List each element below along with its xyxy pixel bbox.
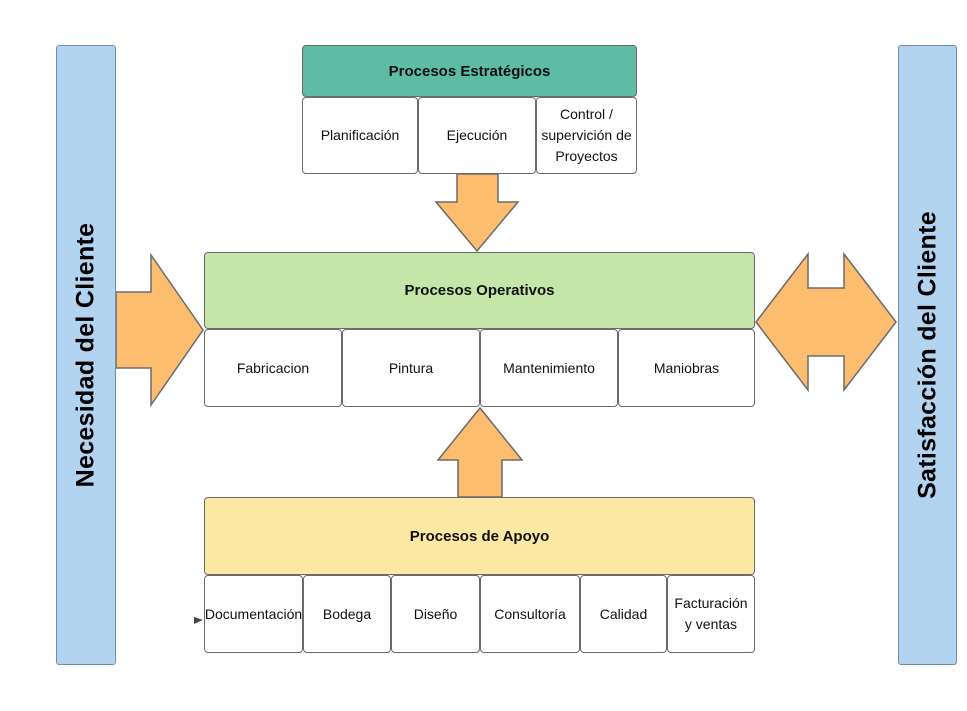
arrow-up-into-operativos bbox=[436, 406, 524, 498]
operativos-item-pintura: Pintura bbox=[342, 329, 480, 407]
right-bar-label: Satisfacción del Cliente bbox=[913, 211, 941, 499]
apoyo-item-calidad: Calidad bbox=[580, 575, 667, 653]
operativos-item-fabricacion: Fabricacion bbox=[204, 329, 342, 407]
left-bar-necesidad: Necesidad del Cliente bbox=[56, 45, 116, 665]
estrategicos-item-ejecucion: Ejecución bbox=[418, 97, 536, 174]
right-bar-satisfaccion: Satisfacción del Cliente bbox=[898, 45, 957, 665]
estrategicos-title: Procesos Estratégicos bbox=[388, 62, 551, 80]
apoyo-item-bodega: Bodega bbox=[303, 575, 391, 653]
operativos-item-maniobras: Maniobras bbox=[618, 329, 755, 407]
arrow-double-operativos-satisfaccion bbox=[755, 251, 897, 393]
apoyo-item-documentacion: Documentación bbox=[204, 575, 303, 653]
estrategicos-item-control: Control / supervición de Proyectos bbox=[536, 97, 637, 174]
operativos-header: Procesos Operativos bbox=[204, 252, 755, 329]
operativos-item-mantenimiento: Mantenimiento bbox=[480, 329, 618, 407]
estrategicos-item-planificacion: Planificación bbox=[302, 97, 418, 174]
apoyo-title: Procesos de Apoyo bbox=[409, 527, 550, 545]
arrow-right-into-operativos bbox=[115, 252, 204, 408]
apoyo-item-diseno: Diseño bbox=[391, 575, 480, 653]
left-bar-label: Necesidad del Cliente bbox=[71, 222, 100, 488]
apoyo-item-consultoria: Consultoría bbox=[480, 575, 580, 653]
apoyo-item-facturacion: Facturación y ventas bbox=[667, 575, 755, 653]
estrategicos-header: Procesos Estratégicos bbox=[302, 45, 637, 97]
pointer-marker bbox=[194, 617, 203, 624]
arrow-down-into-operativos bbox=[434, 173, 520, 253]
apoyo-header: Procesos de Apoyo bbox=[204, 497, 755, 575]
operativos-title: Procesos Operativos bbox=[404, 282, 555, 299]
